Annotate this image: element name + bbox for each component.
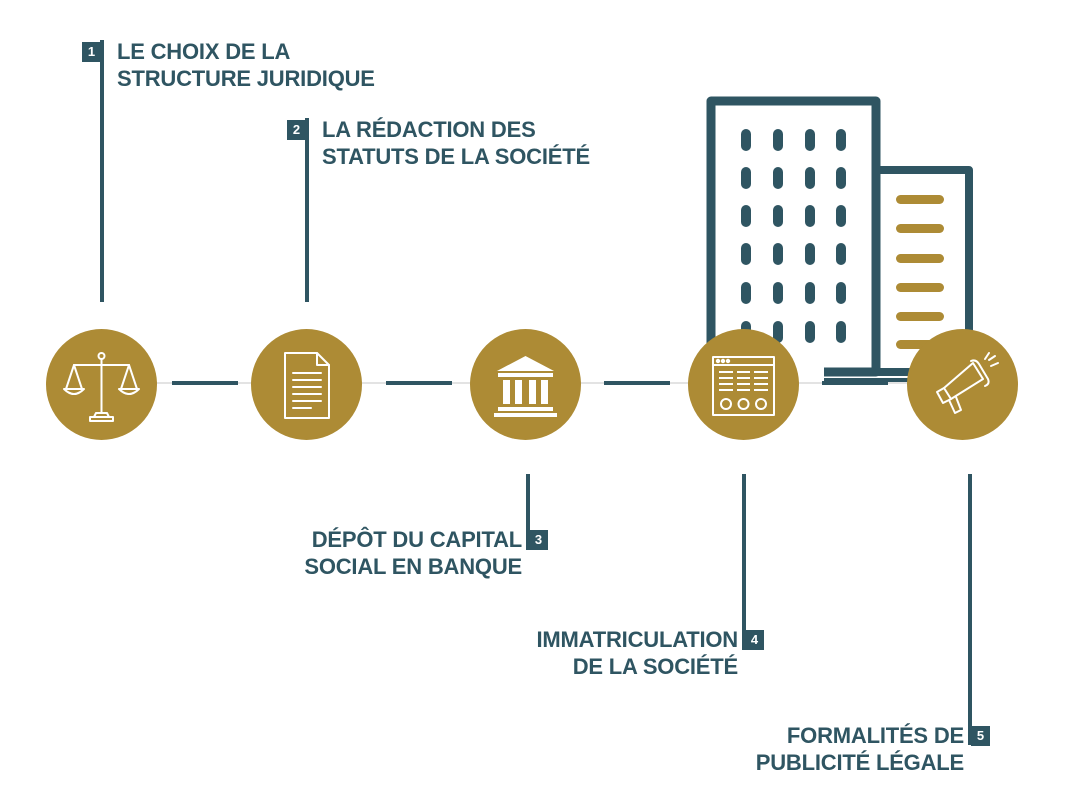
building-window: [773, 205, 783, 227]
building-window: [773, 167, 783, 189]
building-window: [805, 205, 815, 227]
building-window: [805, 129, 815, 151]
step-4-number: 4: [745, 630, 764, 650]
step-2-number: 2: [287, 120, 306, 140]
step-4-label-line-2: DE LA SOCIÉTÉ: [572, 654, 738, 679]
building-window: [773, 282, 783, 304]
step-3-label-line-1: DÉPÔT DU CAPITAL: [311, 527, 522, 552]
annex-window-stripe: [896, 224, 944, 233]
annex-window-stripe: [896, 254, 944, 263]
leader-line-3: [526, 474, 530, 550]
step-2-label-line-1: LA RÉDACTION DES: [322, 117, 536, 142]
step-5-label-line-2: PUBLICITÉ LÉGALE: [755, 750, 964, 775]
building-window: [836, 243, 846, 265]
connector-1-2: [172, 381, 238, 385]
annex-window-stripe: [896, 283, 944, 292]
leader-line-5: [968, 474, 972, 745]
step-1-label-line-2: STRUCTURE JURIDIQUE: [117, 66, 375, 91]
step-5-number: 5: [971, 726, 990, 746]
building-window: [773, 243, 783, 265]
megaphone-icon: [936, 352, 999, 414]
building-window: [741, 205, 751, 227]
building-window: [805, 243, 815, 265]
step-1-number: 1: [82, 42, 101, 62]
step-5-circle: [907, 329, 1018, 440]
building-window: [836, 321, 846, 343]
balance-scale-icon: [63, 352, 140, 422]
leader-line-2: [305, 118, 309, 302]
step-1-label-line-1: LE CHOIX DE LA: [117, 39, 291, 64]
step-1-circle: [46, 329, 157, 440]
building-window: [836, 129, 846, 151]
document-icon: [284, 352, 330, 419]
step-2-circle: [251, 329, 362, 440]
connector-4-5: [822, 381, 888, 385]
step-5-label: FORMALITÉS DE PUBLICITÉ LÉGALE: [756, 722, 964, 776]
building-window: [741, 282, 751, 304]
step-4-label: IMMATRICULATION DE LA SOCIÉTÉ: [536, 626, 739, 680]
building-tower: [706, 96, 881, 377]
step-4-circle: [688, 329, 799, 440]
building-window: [836, 205, 846, 227]
building-window: [741, 167, 751, 189]
leader-line-4: [742, 474, 746, 650]
connector-3-4: [604, 381, 670, 385]
step-3-label-line-2: SOCIAL EN BANQUE: [304, 554, 522, 579]
annex-window-stripe: [896, 312, 944, 321]
leader-line-1: [100, 40, 104, 302]
step-4-label-line-1: IMMATRICULATION: [536, 627, 739, 652]
step-5-label-line-1: FORMALITÉS DE: [786, 723, 964, 748]
annex-window-stripe: [896, 195, 944, 204]
step-3-number: 3: [529, 530, 548, 550]
step-3-circle: [470, 329, 581, 440]
step-2-label-line-2: STATUTS DE LA SOCIÉTÉ: [322, 144, 590, 169]
step-1-label: LE CHOIX DE LA STRUCTURE JURIDIQUE: [117, 38, 375, 92]
building-window: [836, 167, 846, 189]
bank-icon: [494, 356, 557, 417]
step-2-label: LA RÉDACTION DES STATUTS DE LA SOCIÉTÉ: [322, 116, 590, 170]
building-window: [836, 282, 846, 304]
building-window: [741, 243, 751, 265]
building-window: [805, 282, 815, 304]
registration-form-icon: [712, 356, 775, 416]
building-window: [773, 321, 783, 343]
connector-2-3: [386, 381, 452, 385]
building-window: [741, 129, 751, 151]
step-3-label: DÉPÔT DU CAPITAL SOCIAL EN BANQUE: [304, 526, 522, 580]
building-window: [773, 129, 783, 151]
building-window: [805, 321, 815, 343]
building-window: [805, 167, 815, 189]
